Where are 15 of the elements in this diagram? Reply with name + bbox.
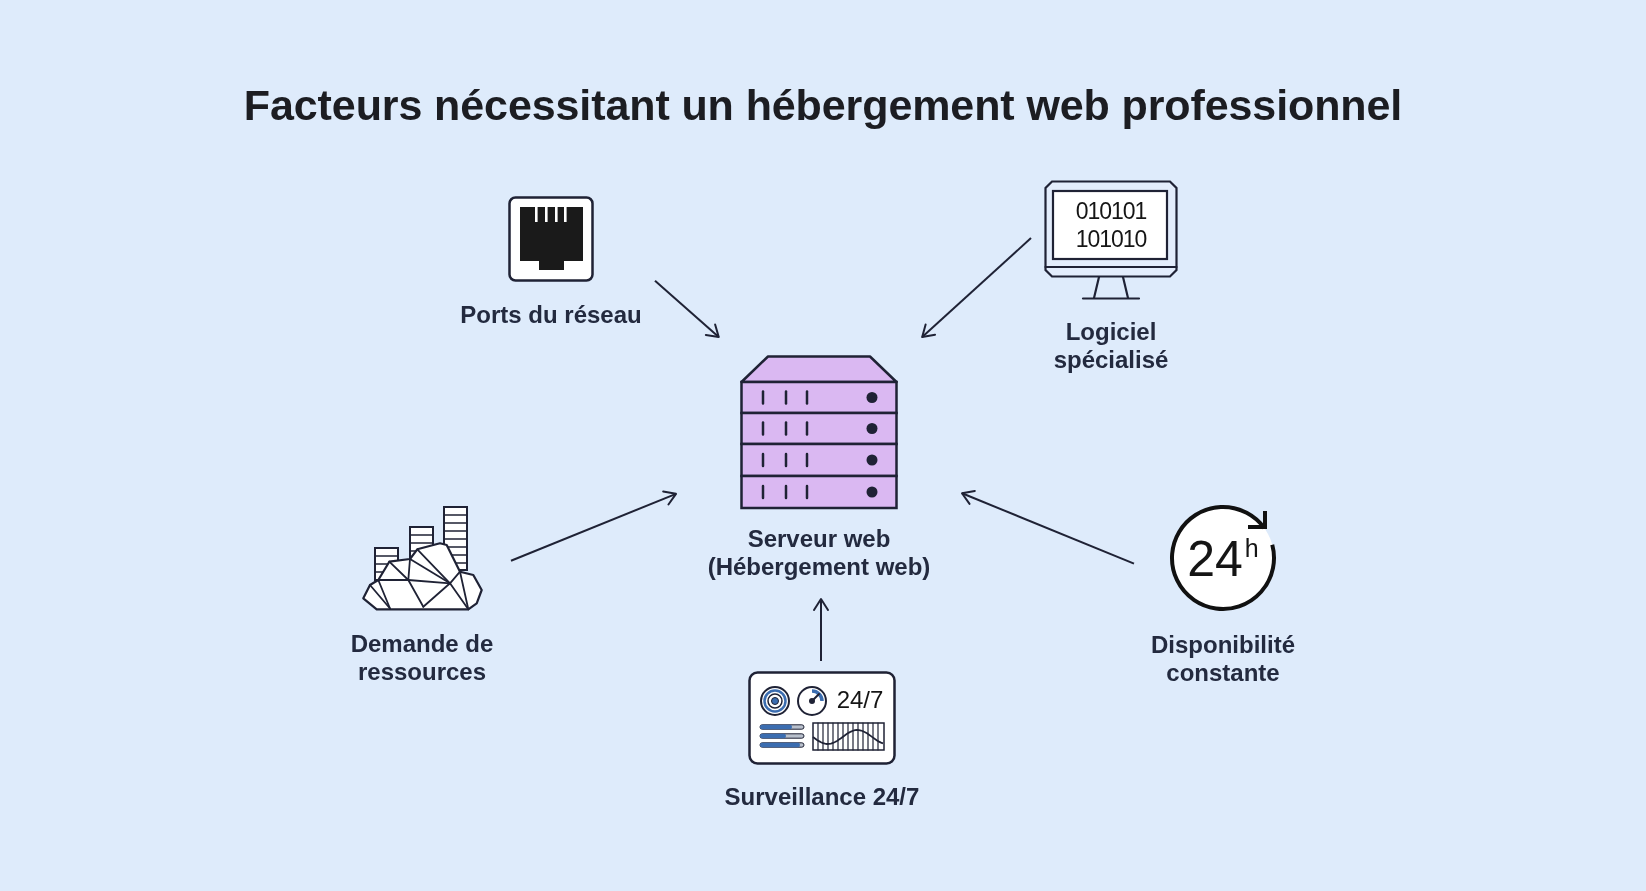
node-label: Disponibilité constante xyxy=(1150,631,1296,687)
node-label: Logiciel spécialisé xyxy=(1052,318,1170,374)
node-label: Surveillance 24/7 xyxy=(723,783,921,811)
arrow xyxy=(961,489,1135,565)
arrow xyxy=(510,490,677,562)
arrow xyxy=(813,598,829,662)
hours-text: 24$^{h}$ xyxy=(1186,534,1260,584)
arrow xyxy=(921,237,1032,338)
arrow xyxy=(654,279,720,338)
diagram-title: Facteurs nécessitant un hébergement web professionnel xyxy=(243,80,1403,131)
dashboard-text: 24/7 xyxy=(835,688,885,712)
node-label: Demande de ressources xyxy=(349,630,495,686)
binary-code-text: 010101 101010 xyxy=(1074,197,1148,253)
node-label: Ports du réseau xyxy=(459,301,643,329)
node-label: Serveur web (Hébergement web) xyxy=(706,525,932,581)
